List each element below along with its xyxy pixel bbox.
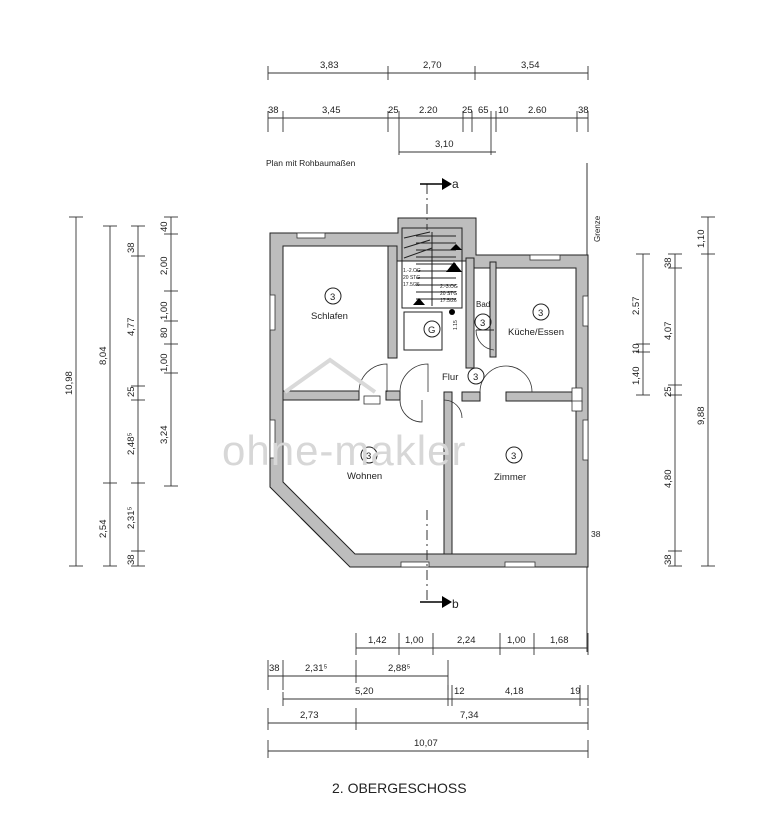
dim-right-outer-2: 9,88 <box>696 407 707 426</box>
dim-bottom5-1: 10,07 <box>414 738 438 749</box>
room-kueche-name: Küche/Essen <box>508 327 564 338</box>
dim-right-inner-6: 4,80 <box>663 470 674 489</box>
dim-top-3: 3,54 <box>521 60 540 71</box>
dim-left-inner-5: 2,31⁵ <box>126 507 137 529</box>
room-bad-name: Bad <box>476 300 490 309</box>
room-wohnen-number: 3 <box>366 451 371 462</box>
dim-bottom1-2: 1,00 <box>405 635 424 646</box>
dim-left-inner-2: 4,77 <box>126 318 137 337</box>
staircase: 1.-2.OG 20 STG 17.5/26 2.-3.OG 20 STG 17… <box>401 227 463 351</box>
room-stair-symbol: G <box>428 325 435 336</box>
dim-top2-6: 65 <box>478 105 489 116</box>
plan-subtitle: Plan mit Rohbaumaßen <box>266 158 356 168</box>
dim-left-innermost-3: 1,00 <box>159 302 170 321</box>
room-flur-number: 3 <box>473 372 478 383</box>
dim-left-mid-1: 8,04 <box>98 347 109 366</box>
dim-top-2: 2,70 <box>423 60 442 71</box>
watermark: ohne-makler <box>222 357 466 474</box>
dim-bottom3-1: 5,20 <box>355 686 374 697</box>
dim-top2-2: 3,45 <box>322 105 341 116</box>
watermark-text: ohne-makler <box>222 427 466 474</box>
right-dimensions: 2.57 10 1,40 38 4,07 25 4,80 38 1,10 9,8… <box>631 216 715 567</box>
room-zimmer-name: Zimmer <box>494 472 526 483</box>
bottom-dimensions: 1,42 1,00 2,24 1,00 1,68 38 2,31⁵ 2,88⁵ … <box>267 529 601 758</box>
dim-top2-3: 25 <box>388 105 399 116</box>
stair-note-3: 17.5/26 <box>403 282 420 288</box>
room-flur-name: Flur <box>442 372 458 383</box>
stair-side-note: 1.15 <box>453 320 459 330</box>
stair-note-2: 20 STG <box>403 275 420 281</box>
dim-left-inner-3: 25 <box>126 386 137 397</box>
dim-bottom3-3: 4,18 <box>505 686 524 697</box>
top-dimensions: 3,83 2,70 3,54 38 3,45 25 2.20 25 65 10 … <box>267 60 589 155</box>
room-schlafen-name: Schlafen <box>311 311 348 322</box>
dim-top2-5: 25 <box>462 105 473 116</box>
dim-left-outer: 10,98 <box>64 371 75 395</box>
dim-top2-4: 2.20 <box>419 105 438 116</box>
dim-left-innermost-4: 80 <box>159 327 170 338</box>
dim-bottom3-2: 12 <box>454 686 465 697</box>
room-schlafen-number: 3 <box>330 292 335 303</box>
room-bad-number: 3 <box>480 318 485 329</box>
stair-note-1: 1.-2.OG <box>403 268 421 274</box>
dim-right-inner-4: 1,40 <box>631 367 642 386</box>
dim-bottom3-4: 19 <box>570 686 581 697</box>
dim-bottom1-1: 1,42 <box>368 635 387 646</box>
dim-right-inner-7: 38 <box>663 554 674 565</box>
section-line: a b <box>420 177 459 611</box>
room-wohnen-name: Wohnen <box>347 471 382 482</box>
dim-bottom1-5: 1,68 <box>550 635 569 646</box>
dim-bottom1-3: 2,24 <box>457 635 476 646</box>
dim-right-outer-1: 1,10 <box>696 230 707 249</box>
dim-left-innermost-1: 40 <box>159 221 170 232</box>
dim-top-1: 3,83 <box>320 60 339 71</box>
stair-note-4: 2.-3.OG <box>440 284 458 290</box>
dim-left-innermost-5: 1,00 <box>159 354 170 373</box>
dim-top2-1: 38 <box>268 105 279 116</box>
dim-left-innermost-2: 2,00 <box>159 257 170 276</box>
dim-bottom2-1: 38 <box>269 663 280 674</box>
stair-note-6: 17.5/26 <box>440 298 457 304</box>
dim-bottom4-2: 7,34 <box>460 710 479 721</box>
dim-wall-right: 38 <box>591 529 601 539</box>
section-label-b: b <box>452 597 459 611</box>
section-label-a: a <box>452 177 459 191</box>
dim-top2-9: 38 <box>578 105 589 116</box>
plan-title: 2. OBERGESCHOSS <box>332 780 467 796</box>
dim-left-inner-6: 38 <box>126 554 137 565</box>
dim-left-inner-1: 38 <box>126 242 137 253</box>
room-kueche-number: 3 <box>538 308 543 319</box>
room-zimmer-number: 3 <box>511 451 516 462</box>
door-swings <box>358 329 533 423</box>
border-label: Grenze <box>593 215 602 242</box>
dim-top3-1: 3,10 <box>435 139 454 150</box>
dim-right-mid-1: 4,07 <box>663 322 674 341</box>
dim-right-inner-1: 38 <box>663 257 674 268</box>
dim-right-inner-5: 25 <box>663 386 674 397</box>
dim-right-inner-3: 10 <box>631 343 642 354</box>
building-walls <box>269 217 589 568</box>
dim-top2-7: 10 <box>498 105 509 116</box>
dim-top2-8: 2.60 <box>528 105 547 116</box>
room-labels: 3 Schlafen 3 Wohnen 3 Zimmer 3 Küche/Ess… <box>311 287 564 483</box>
dim-bottom2-3: 2,88⁵ <box>388 663 410 674</box>
dim-left-inner-4: 2,48⁵ <box>126 433 137 455</box>
windows <box>269 232 589 568</box>
dim-left-mid-2: 2,54 <box>98 520 109 539</box>
dim-right-inner-2: 2.57 <box>631 297 642 316</box>
dim-bottom2-2: 2,31⁵ <box>305 663 327 674</box>
dim-bottom1-4: 1,00 <box>507 635 526 646</box>
dim-bottom4-1: 2,73 <box>300 710 319 721</box>
stair-note-5: 20 STG <box>440 291 457 297</box>
dim-left-innermost-6: 3,24 <box>159 426 170 445</box>
left-dimensions: 10,98 8,04 2,54 38 4,77 25 2,48⁵ 2,31⁵ 3… <box>64 216 178 567</box>
